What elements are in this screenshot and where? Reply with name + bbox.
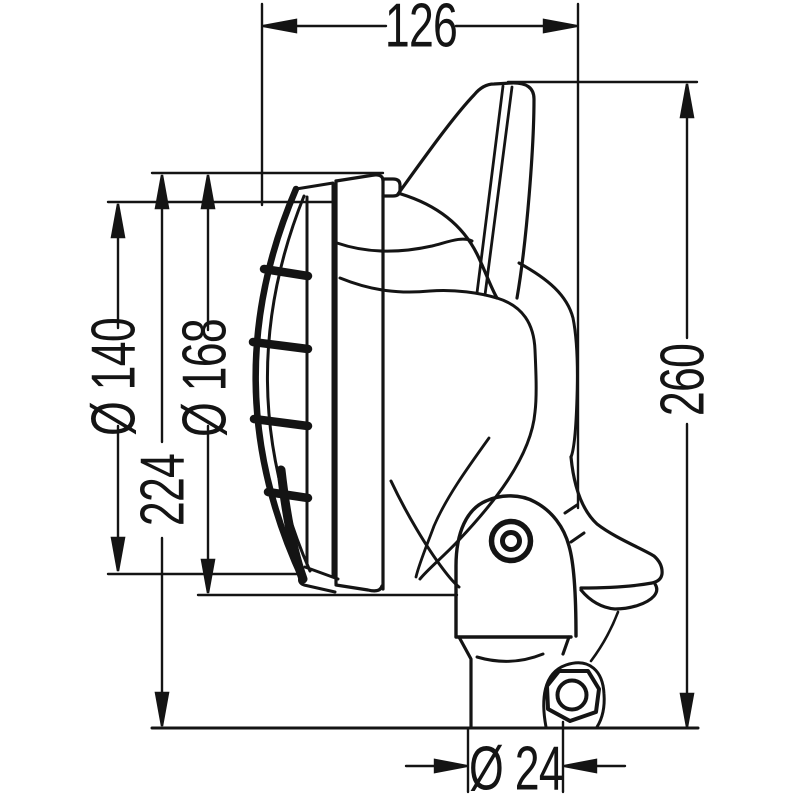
arrowhead-126-right: [542, 18, 578, 34]
lever-top-edge: [569, 455, 664, 585]
stem-collar-arc: [475, 652, 545, 663]
arrowhead-224-top: [154, 174, 170, 210]
dimension-label-top-width: 126: [385, 0, 457, 60]
dimension-lines: [110, 18, 695, 774]
stem-left-edge: [457, 635, 473, 729]
grille-bar-4: [263, 487, 313, 503]
handle-neck-curve: [399, 192, 499, 300]
arrowhead-168-top: [200, 174, 216, 210]
lever-mouth-line: [579, 581, 654, 590]
grille-bar-3: [249, 414, 313, 431]
housing-body: [335, 237, 579, 589]
mounting-stem: [457, 635, 606, 729]
arrowhead-224-bottom: [154, 691, 170, 727]
handle-inner-line-1: [475, 84, 505, 295]
hex-nut-icon: [545, 669, 601, 723]
lens-inner-arc: [266, 194, 312, 573]
rim-top-edge: [334, 173, 376, 183]
dimension-labels: 126 260 Ø 140 Ø 168 224 Ø 24: [80, 0, 718, 800]
bezel-bottom-lip: [298, 575, 337, 594]
bezel-bottom-edge: [303, 565, 340, 581]
lens-grille: [248, 185, 313, 584]
clamp-lever: [569, 455, 664, 663]
lens-outer-arc: [252, 185, 307, 584]
housing-rear-outer: [517, 261, 579, 459]
stem-right-edge: [561, 635, 571, 656]
handle: [396, 81, 536, 300]
rim-band: [334, 173, 402, 593]
housing-shoulder-lower: [338, 276, 499, 300]
arrowhead-260-bottom: [679, 692, 695, 728]
grille-bar-2: [248, 337, 313, 354]
lens-arc-lower-thick: [276, 465, 308, 584]
arrowhead-126-left: [262, 18, 298, 34]
bracket-neck-line-2: [569, 531, 586, 544]
arrowhead-140-bottom: [110, 536, 126, 572]
bezel-ring: [294, 181, 340, 594]
handle-outer-edge: [396, 81, 536, 300]
arrowhead-24-left: [433, 758, 468, 774]
dimension-label-body-height: 224: [129, 454, 198, 526]
dimension-label-stem-diameter: Ø 24: [469, 735, 563, 800]
bezel-top-edge: [294, 181, 335, 191]
lever-tail-line: [589, 610, 620, 663]
arrowhead-24-right: [563, 758, 598, 774]
arrowhead-140-top: [110, 203, 126, 239]
extension-lines: [106, 2, 700, 794]
hex-nut-bore-icon: [555, 678, 589, 712]
rim-top-corner: [372, 173, 385, 183]
housing-rear-inner: [418, 296, 538, 581]
dimension-label-overall-height: 260: [649, 344, 718, 416]
housing-seam: [414, 436, 491, 579]
dimension-label-rim-diameter: Ø 168: [171, 319, 240, 437]
dimension-label-lens-diameter: Ø 140: [80, 318, 149, 436]
grille-bar-1: [259, 264, 313, 281]
housing-bottom-front: [389, 479, 461, 589]
lever-lower-jaw: [579, 582, 659, 611]
pivot-bolt-inner-icon: [500, 530, 522, 552]
mounting-bracket: [454, 494, 586, 639]
bracket-neck-line-1: [563, 503, 579, 515]
rim-top-tab: [381, 177, 402, 198]
pivot-bolt-outer-icon: [488, 518, 534, 564]
arrowhead-168-bottom: [200, 558, 216, 594]
bracket-dome: [454, 494, 578, 638]
housing-shoulder-upper: [335, 237, 474, 253]
handle-inner-line-2: [483, 85, 514, 297]
arrowhead-260-top: [679, 83, 695, 119]
rim-bottom-edge: [334, 583, 384, 593]
